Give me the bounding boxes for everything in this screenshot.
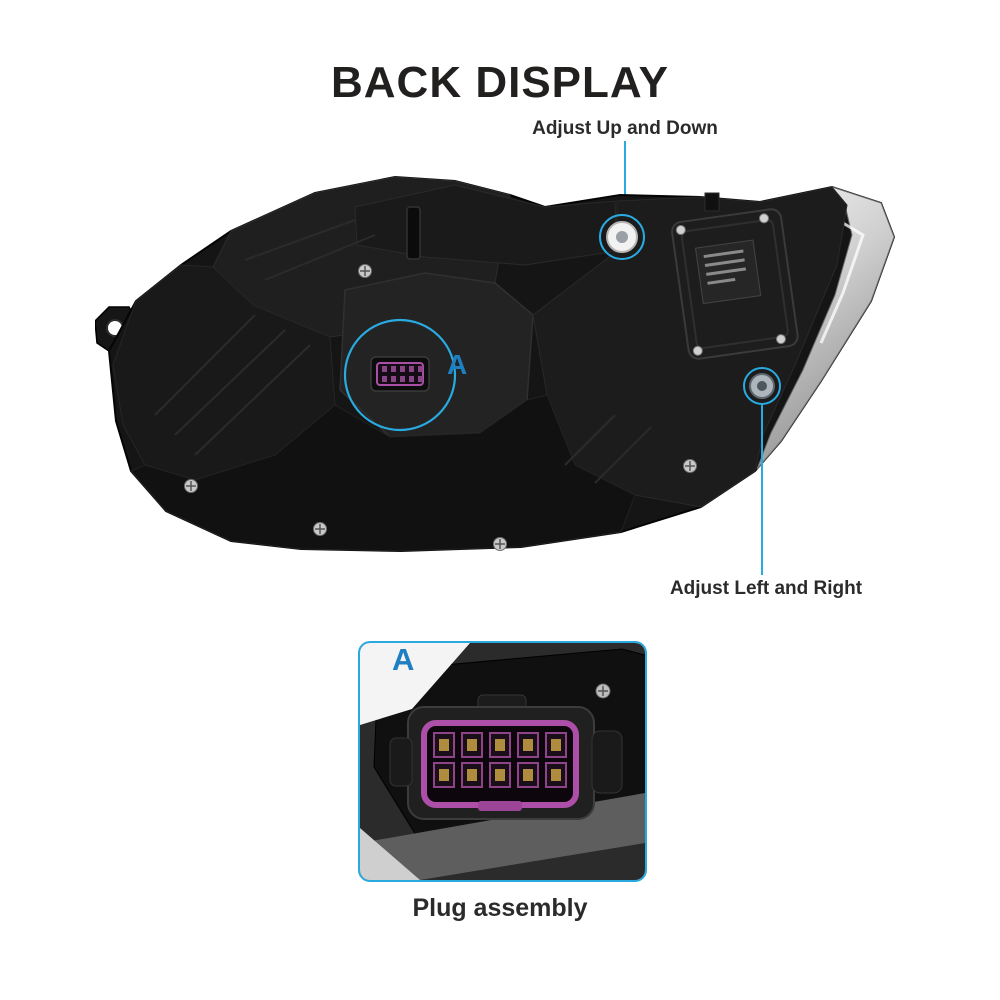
chrome-highlight <box>819 221 865 344</box>
marker-circle-plug <box>343 318 457 432</box>
updown-adjuster-knob <box>606 221 638 253</box>
inset-bright-wedge <box>360 828 420 880</box>
inset-marker-a: A <box>392 642 415 677</box>
marker-a-label: A <box>447 349 467 380</box>
inset-plug-pins <box>433 732 567 788</box>
housing-ribs <box>154 219 652 484</box>
label-adjust-left-right: Adjust Left and Right <box>669 578 863 599</box>
plug-connector <box>370 356 430 392</box>
panel-center-module <box>339 272 534 438</box>
plug-closeup-photo <box>360 643 645 880</box>
screws <box>184 264 697 551</box>
chrome-trim <box>756 186 895 470</box>
top-bracket <box>704 192 720 212</box>
callout-line-left-right <box>761 403 763 575</box>
panel-bottom-body <box>130 394 636 552</box>
inset-screw <box>595 683 611 699</box>
plug-assembly-caption: Plug assembly <box>412 894 588 922</box>
headlight-photo: A <box>95 175 895 553</box>
vent-slot <box>406 206 421 260</box>
ecu-module <box>671 208 799 360</box>
page-title: BACK DISPLAY <box>331 58 669 107</box>
inset-box <box>358 641 647 882</box>
inset-plug-connector <box>389 694 623 820</box>
leftright-adjuster-knob <box>749 373 775 399</box>
marker-circle-up-down <box>599 214 645 260</box>
label-adjust-up-down: Adjust Up and Down <box>532 118 718 139</box>
inset-glare-corner <box>360 643 470 725</box>
callout-line-up-down <box>624 141 626 215</box>
